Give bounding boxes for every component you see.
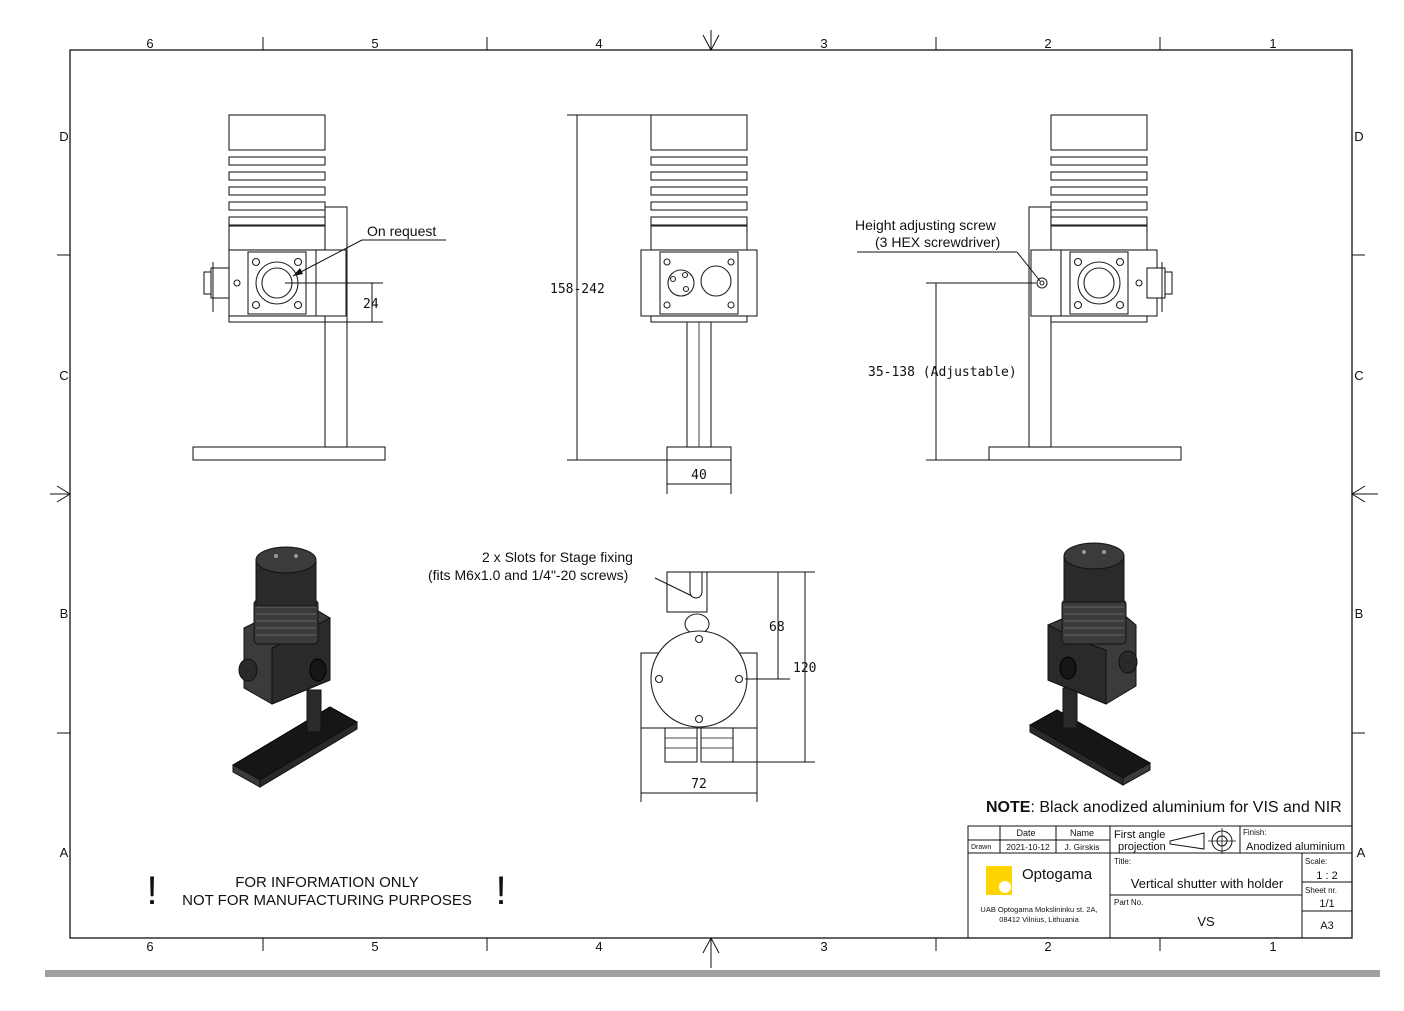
dim-adjustable-lines [926, 282, 1036, 461]
zone-col-2-top: 2 [1044, 36, 1051, 51]
tb-title: Vertical shutter with holder [1131, 876, 1284, 891]
optogama-logo-icon [986, 866, 1012, 895]
dim-24-lines [285, 282, 383, 323]
zone-col-4-top: 4 [595, 36, 602, 51]
dim-40-value: 40 [691, 468, 707, 483]
dim-height-lines [567, 114, 667, 461]
title-block-grid [967, 825, 1353, 939]
tb-date-header: Date [1016, 828, 1035, 838]
zone-col-4-bottom: 4 [595, 939, 602, 954]
tb-scale: 1 : 2 [1316, 870, 1337, 882]
right-isometric-render [1028, 542, 1152, 786]
tb-name: J. Girskis [1065, 842, 1100, 852]
zone-col-6-bottom: 6 [146, 939, 153, 954]
zone-row-a-left: A [60, 845, 69, 860]
zone-row-c-left: C [59, 368, 68, 383]
dim-68-value: 68 [769, 620, 785, 635]
tb-sheet: 1/1 [1319, 898, 1334, 910]
zone-row-c-right: C [1354, 368, 1363, 383]
tb-name-header: Name [1070, 828, 1094, 838]
tb-projection-line-2: projection [1118, 841, 1166, 853]
dim-120-value: 120 [793, 661, 816, 676]
slots-leader [654, 577, 693, 597]
dim-height-value: 158-242 [550, 282, 605, 297]
zone-col-5-top: 5 [371, 36, 378, 51]
left-side-view [192, 114, 386, 461]
on-request-label: On request [367, 223, 436, 239]
left-isometric-render [231, 546, 359, 788]
centering-marks [50, 30, 1378, 968]
note-text: : Black anodized aluminium for VIS and N… [1030, 799, 1341, 816]
zone-row-b-right: B [1355, 606, 1364, 621]
tb-title-label: Title: [1114, 857, 1131, 866]
warning-line-2: NOT FOR MANUFACTURING PURPOSES [182, 892, 472, 909]
zone-row-d-left: D [59, 129, 68, 144]
tb-part-no-label: Part No. [1114, 898, 1143, 907]
dim-bottom-lines [640, 571, 815, 802]
dim-adjustable-value: 35-138 (Adjustable) [868, 365, 1017, 380]
dim-40-lines [666, 460, 732, 494]
tb-projection-line-1: First angle [1114, 829, 1165, 841]
page-bottom-bar [45, 970, 1380, 977]
tb-part-no: VS [1197, 914, 1215, 929]
slots-label: 2 x Slots for Stage fixing [482, 549, 633, 565]
dim-72-value: 72 [691, 777, 707, 792]
tb-address-line-2: 08412 Vilnius, Lithuania [999, 915, 1079, 924]
zone-row-a-right: A [1357, 845, 1366, 860]
dim-24-value: 24 [363, 297, 379, 312]
tb-drawn-label: Drawn [971, 844, 991, 851]
tb-format: A3 [1320, 920, 1333, 932]
note-label: NOTE [986, 799, 1031, 816]
zone-col-1-top: 1 [1269, 36, 1276, 51]
tb-sheet-label: Sheet nr. [1305, 886, 1337, 895]
tb-date: 2021-10-12 [1006, 842, 1050, 852]
projection-symbol-icon [1169, 828, 1236, 854]
warning-mark-right: ! [495, 869, 506, 913]
right-side-view [988, 114, 1182, 461]
center-front-view [640, 114, 758, 461]
height-screw-note: (3 HEX screwdriver) [875, 234, 1000, 250]
tb-address-line-1: UAB Optogama Mokslininku st. 2A, [980, 905, 1097, 914]
zone-col-3-bottom: 3 [820, 939, 827, 954]
height-screw-leader [1016, 251, 1041, 282]
slots-note: (fits M6x1.0 and 1/4"-20 screws) [428, 567, 628, 583]
bottom-view [640, 571, 758, 763]
zone-ticks [57, 37, 1365, 951]
zone-col-1-bottom: 1 [1269, 939, 1276, 954]
zone-col-5-bottom: 5 [371, 939, 378, 954]
on-request-leader [292, 239, 363, 277]
tb-scale-label: Scale: [1305, 857, 1327, 866]
warning-line-1: FOR INFORMATION ONLY [235, 874, 419, 891]
height-screw-label: Height adjusting screw [855, 217, 997, 233]
tb-company: Optogama [1022, 866, 1093, 883]
tb-finish: Anodized aluminium [1246, 841, 1345, 853]
zone-col-3-top: 3 [820, 36, 827, 51]
tb-finish-label: Finish: [1243, 828, 1267, 837]
zone-col-2-bottom: 2 [1044, 939, 1051, 954]
zone-row-d-right: D [1354, 129, 1363, 144]
warning-mark-left: ! [146, 869, 157, 913]
zone-col-6-top: 6 [146, 36, 153, 51]
zone-row-b-left: B [60, 606, 69, 621]
material-note: NOTE: Black anodized aluminium for VIS a… [986, 799, 1342, 816]
